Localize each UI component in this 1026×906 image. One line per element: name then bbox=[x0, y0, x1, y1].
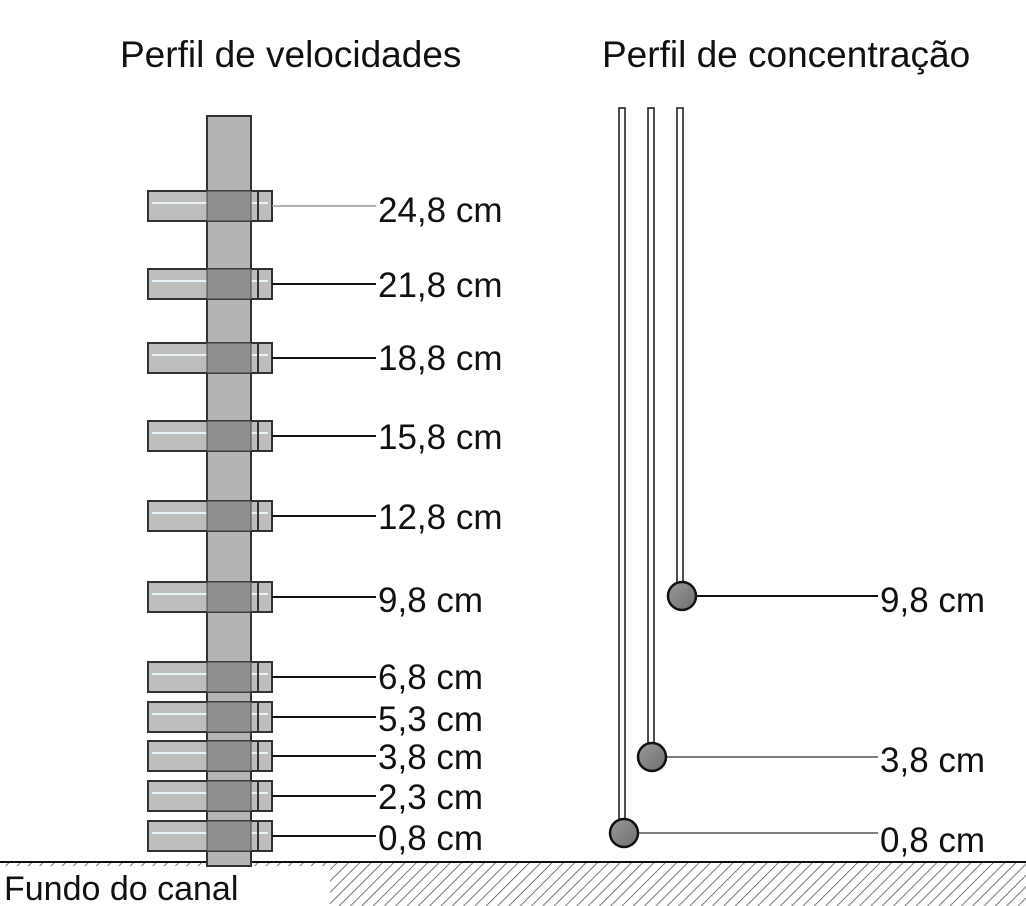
sampler-nozzle bbox=[636, 741, 668, 773]
velocity-probe-mast-clamp bbox=[206, 740, 252, 772]
velocity-probe: 6,8 cm bbox=[147, 658, 483, 697]
velocity-probe: 12,8 cm bbox=[147, 498, 503, 537]
velocity-probe: 18,8 cm bbox=[147, 339, 503, 378]
velocity-height-label: 3,8 cm bbox=[378, 738, 483, 777]
concentration-sampler: 3,8 cm bbox=[636, 107, 985, 780]
velocity-probe-mast-clamp bbox=[206, 820, 252, 852]
concentration-profile: 9,8 cm 3,8 cm 0,8 cm bbox=[608, 107, 985, 860]
velocity-probe-mast-clamp bbox=[206, 661, 252, 693]
channel-bed: Fundo do canal bbox=[0, 861, 1026, 906]
velocity-probe-mast-clamp bbox=[206, 500, 252, 532]
velocity-probe: 5,3 cm bbox=[147, 700, 483, 739]
velocity-probe: 15,8 cm bbox=[147, 418, 503, 457]
velocity-height-label: 12,8 cm bbox=[378, 498, 503, 537]
velocity-probe-mast-clamp bbox=[206, 420, 252, 452]
velocity-probe: 24,8 cm bbox=[147, 190, 503, 230]
concentration-height-label: 0,8 cm bbox=[880, 821, 985, 860]
concentration-profile-title: Perfil de concentração bbox=[602, 34, 970, 75]
velocity-probe-mast-clamp bbox=[206, 780, 252, 812]
velocity-probe: 21,8 cm bbox=[147, 266, 503, 305]
velocity-height-label: 0,8 cm bbox=[378, 819, 483, 858]
velocity-probe-mast-clamp bbox=[206, 581, 252, 613]
velocity-height-label: 5,3 cm bbox=[378, 700, 483, 739]
velocity-probe-mast-clamp bbox=[206, 342, 252, 374]
velocity-height-label: 21,8 cm bbox=[378, 266, 503, 305]
velocity-probe: 3,8 cm bbox=[147, 738, 483, 777]
sampler-tube bbox=[647, 107, 655, 748]
velocity-probe-mast-clamp bbox=[206, 268, 252, 300]
sampler-tube bbox=[618, 107, 626, 824]
concentration-sampler: 9,8 cm bbox=[666, 107, 985, 620]
velocity-height-label: 24,8 cm bbox=[378, 191, 503, 230]
velocity-probe: 0,8 cm bbox=[147, 819, 483, 858]
channel-bed-label-backdrop bbox=[0, 866, 330, 906]
velocity-height-label: 18,8 cm bbox=[378, 339, 503, 378]
channel-bed-label: Fundo do canal bbox=[4, 870, 238, 906]
velocity-probe-mast-clamp bbox=[206, 190, 252, 222]
sampler-nozzle bbox=[666, 580, 698, 612]
velocity-probe: 9,8 cm bbox=[147, 581, 483, 620]
sampler-tube bbox=[676, 107, 684, 587]
concentration-height-label: 9,8 cm bbox=[880, 581, 985, 620]
velocity-height-label: 2,3 cm bbox=[378, 778, 483, 817]
sampler-nozzle bbox=[608, 817, 640, 849]
concentration-sampler: 0,8 cm bbox=[608, 107, 985, 860]
velocity-height-label: 15,8 cm bbox=[378, 418, 503, 457]
velocity-probe-mast-clamp bbox=[206, 701, 252, 733]
velocity-height-label: 9,8 cm bbox=[378, 581, 483, 620]
velocity-profile: 24,8 cm 21,8 cm 18,8 cm 15,8 cm 12,8 cm 9,8 c… bbox=[147, 115, 503, 867]
velocity-height-label: 6,8 cm bbox=[378, 658, 483, 697]
concentration-height-label: 3,8 cm bbox=[880, 741, 985, 780]
velocity-profile-title: Perfil de velocidades bbox=[120, 34, 461, 75]
velocity-probe: 2,3 cm bbox=[147, 778, 483, 817]
